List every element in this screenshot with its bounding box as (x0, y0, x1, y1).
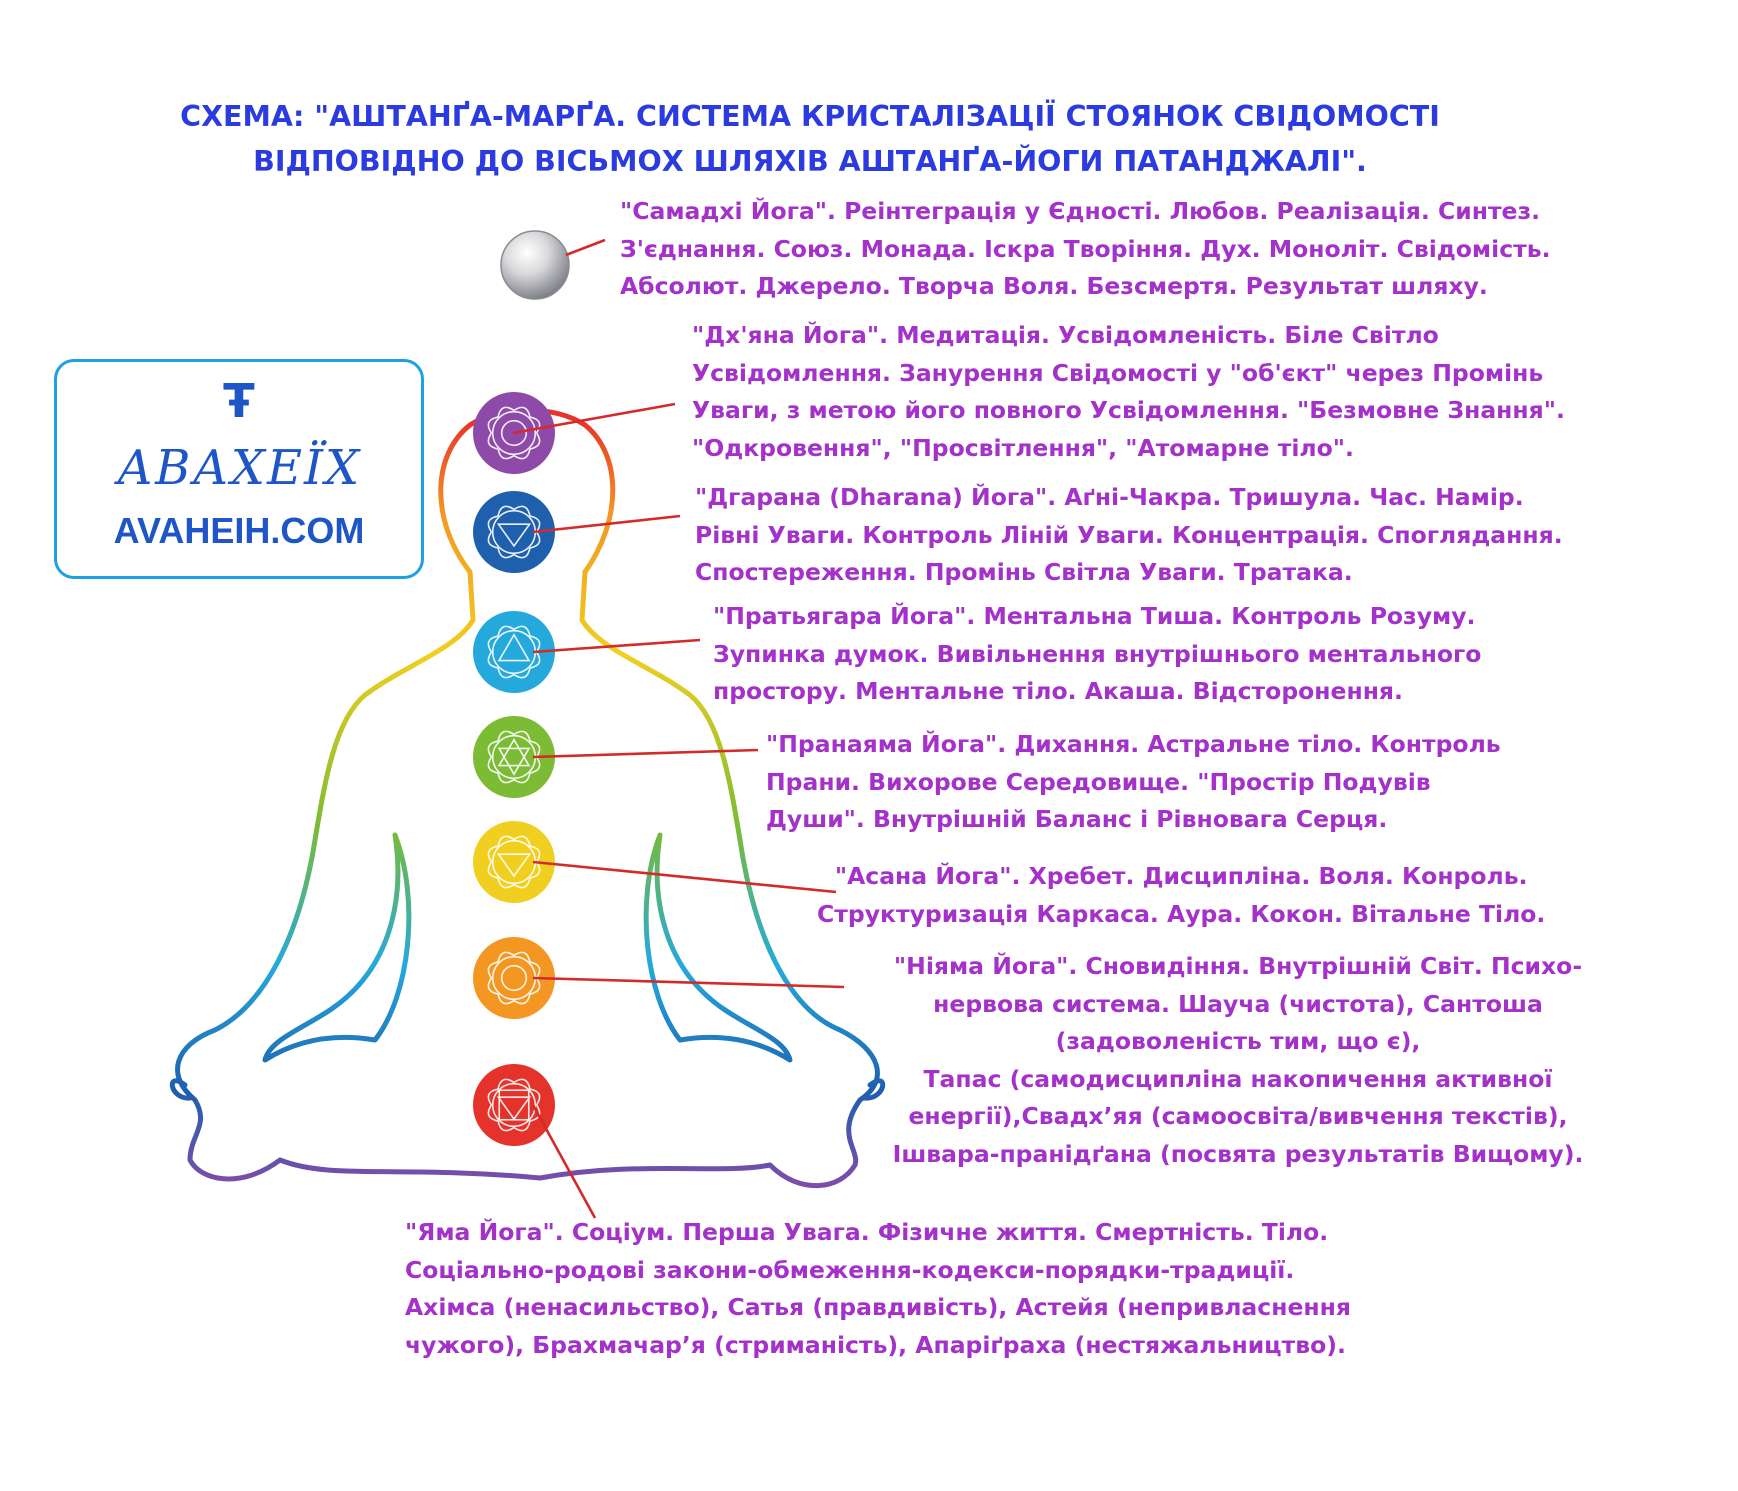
logo-script-name: АВАХЕЇХ (116, 440, 362, 496)
label-pratyahara-yoga: "Пратьягара Йога". Ментальна Тиша. Контр… (713, 602, 1482, 705)
connector-pratyahara (532, 638, 701, 654)
body-silhouette (169, 407, 886, 1189)
throat-chakra-disc (473, 611, 555, 693)
chakra-column (473, 392, 555, 1146)
logo-symbol-icon: Ŧ (223, 374, 255, 428)
label-samadhi-yoga: "Самадхі Йога". Реінтеграція у Єдності. … (620, 197, 1551, 300)
connector-yama (531, 1104, 597, 1219)
label-asana-yoga: "Асана Йога". Хребет. Дисципліна. Воля. … (817, 862, 1546, 928)
diagram-title-line-2: ВІДПОВІДНО ДО ВІСЬМОХ ШЛЯХІВ АШТАНҐА-ЙОГ… (253, 145, 1367, 178)
label-yama-yoga: "Яма Йога". Соціум. Перша Увага. Фізичне… (405, 1218, 1351, 1359)
third-eye-chakra-disc (473, 491, 555, 573)
connector-pranayama (532, 748, 759, 759)
heart-chakra (473, 716, 555, 798)
avaheih-logo-box[interactable]: Ŧ АВАХЕЇХ AVAHEIH.COM (54, 359, 424, 579)
connector-lines (512, 238, 845, 1219)
root-chakra (473, 1064, 555, 1146)
solar-chakra-disc (473, 821, 555, 903)
pearl-sphere-icon (500, 230, 570, 300)
triangle-lotus-icon (487, 505, 541, 559)
root-chakra-disc (473, 1064, 555, 1146)
connector-asana (532, 860, 837, 894)
logo-website-link[interactable]: AVAHEIH.COM (113, 510, 365, 551)
label-pranayama-yoga: "Пранаяма Йога". Дихання. Астральне тіло… (766, 730, 1501, 833)
lotus-circle-icon (487, 406, 541, 460)
heart-chakra-disc (473, 716, 555, 798)
connector-niyama (532, 976, 845, 989)
label-niyama-yoga: "Ніяма Йога". Сновидіння. Внутрішній Сві… (892, 952, 1584, 1168)
third-eye-chakra (473, 491, 555, 573)
diagram-title-line-1: СХЕМА: "АШТАНҐА-МАРҐА. СИСТЕМА КРИСТАЛІЗ… (180, 100, 1440, 133)
connector-samadhi (565, 238, 606, 257)
connector-dhyana (512, 402, 676, 435)
label-dhyana-yoga: "Дх'яна Йога". Медитація. Усвідомленість… (692, 321, 1565, 462)
label-dharana-yoga: "Дгарана (Dharana) Йога". Аґні-Чакра. Тр… (695, 483, 1563, 586)
connector-dharana (532, 514, 681, 534)
sacral-chakra-disc (473, 937, 555, 1019)
